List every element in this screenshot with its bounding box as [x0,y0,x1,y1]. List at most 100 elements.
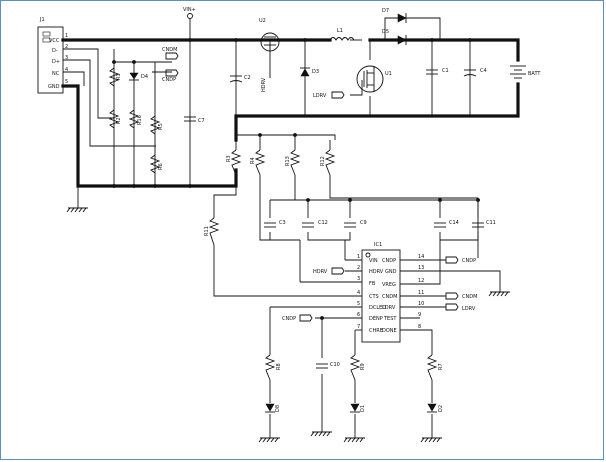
net-hdrv-lower: HDRV [313,269,328,275]
signal-wires [63,17,501,438]
ground-icon [488,291,510,297]
connector-pin-num-1: 1 [65,33,68,39]
connector-pin-num-2: 2 [65,44,68,50]
label-c3: C3 [279,220,286,226]
label-u2: U2 [259,18,266,24]
ic-pin-num-4: 4 [357,290,360,296]
label-r4: R4 [250,157,256,164]
ic-pin-num-2: 2 [357,265,360,271]
net-vin: VIN+ [183,7,196,13]
connector-pin-name-vcc: VCC [49,38,60,44]
ground-icon [258,437,280,443]
connector-pin-name-dp: D+ [52,59,60,65]
label-r6: R6 [158,163,164,170]
label-c14: C14 [449,220,459,226]
ic-pin-name-13: GND [385,269,397,275]
label-r3: R3 [226,155,232,162]
ic-pin-name-7: CHRE [369,328,383,334]
ic-pin-name-1: VIN [369,258,378,264]
semiconductors: U2 L1 D3 D4 D7 D5 U1 BATT D8 [129,8,541,413]
label-batt: BATT [528,71,541,77]
label-r16: R16 [137,115,143,125]
net-ldrv-lower: LDRV [462,306,476,312]
ic-pin-num-8: 8 [418,324,421,330]
ic-pin-name-10: LDRV [382,305,396,311]
ic-pin-name-4: CTS [369,294,379,300]
label-r7: R7 [438,363,444,370]
ic-pin-name-6: DENP [369,316,383,322]
connector-ref: J1 [39,17,45,23]
ic-pin-name-12: VREG [382,282,396,288]
ground-icon [310,431,332,437]
label-c10: C10 [330,362,340,368]
ic-pin-num-14: 14 [418,254,424,260]
label-c11: C11 [486,220,496,226]
net-cndp-ic: CNDP [282,316,296,322]
connector-pin-name-nc: NC [52,71,60,77]
controller-ic1: IC1 VIN HDRV FB CTS DCLED DENP CHRE 1 2 … [357,242,424,343]
ic-pin-num-12: 12 [418,278,424,284]
ground-icon [66,186,88,213]
ic-pin-num-11: 11 [418,290,424,296]
ic-pin-name-5: DCLED [369,305,386,311]
ic-pin-num-9: 9 [418,312,421,318]
connector-pin-num-4: 4 [65,67,68,73]
label-c4: C4 [480,68,487,74]
net-ldrv-upper: LDRV [313,93,327,99]
ic-pin-num-6: 6 [357,312,360,318]
ic-pin-name-2: HDRV [369,269,384,275]
ic-pin-num-3: 3 [357,276,360,282]
label-c12: C12 [318,220,328,226]
usb-connector-j1: J1 VCC D- D+ NC GND 1 2 3 4 5 [37,17,68,94]
label-r13: R13 [285,156,291,166]
ic-pin-name-14: CNDP [382,258,396,264]
label-d1: D1 [360,405,366,412]
label-c9: C9 [360,220,367,226]
connector-pin-name-gnd: GND [48,84,60,90]
net-cndp-lower: CNDP [462,258,476,264]
ic-pin-num-10: 10 [418,301,424,307]
label-d2: D2 [438,405,444,412]
net-labels: VIN+ CNDM CNDP HDRV LDRV HDRV CNDP CNDM … [162,7,477,322]
ic-pin-name-11: CNDM [382,294,397,300]
label-d8: D8 [275,405,281,412]
net-hdrv-upper: HDRV [261,77,267,92]
ic-pin-name-9: TEST [383,316,397,322]
label-r1: R1 [116,73,122,80]
ic-pin-num-5: 5 [357,301,360,307]
label-l1: L1 [337,28,343,34]
label-r11: R11 [204,226,210,236]
ic-pin-num-13: 13 [418,265,424,271]
label-r2: R2 [116,117,122,124]
connector-pin-name-dm: D- [52,48,58,54]
ic-ref: IC1 [374,242,382,248]
label-r8: R8 [276,363,282,370]
label-r12: R12 [320,156,326,166]
capacitors: C2 C7 C1 C4 C3 C12 C9 C14 C11 C10 [184,68,496,369]
label-c7: C7 [198,118,205,124]
ic-pin-num-1: 1 [357,254,360,260]
label-d7: D7 [382,8,389,14]
ground-icon [420,437,442,443]
net-cndm-upper: CNDM [162,47,177,53]
ground-symbols [66,186,510,443]
label-d5: D5 [382,29,389,35]
resistors: R1 R2 R16 R5 R6 R3 R4 R13 R12 R11 R8 R9 … [108,67,444,381]
label-r9: R9 [360,363,366,370]
net-cndm-lower: CNDM [462,294,477,300]
connector-pin-num-5: 5 [65,79,68,85]
ic-pin-name-3: FB [369,281,376,287]
label-c2: C2 [244,75,251,81]
label-r5: R5 [158,123,164,130]
label-d3: D3 [312,69,319,75]
label-d4: D4 [141,74,148,80]
label-u1: U1 [385,71,392,77]
ground-icon [343,437,365,443]
net-cndp-upper: CNDP [162,77,176,83]
ic-pin-num-7: 7 [357,324,360,330]
junction-dots [112,38,480,320]
label-c1: C1 [442,68,449,74]
ic-pin-name-8: DONE [382,328,397,334]
